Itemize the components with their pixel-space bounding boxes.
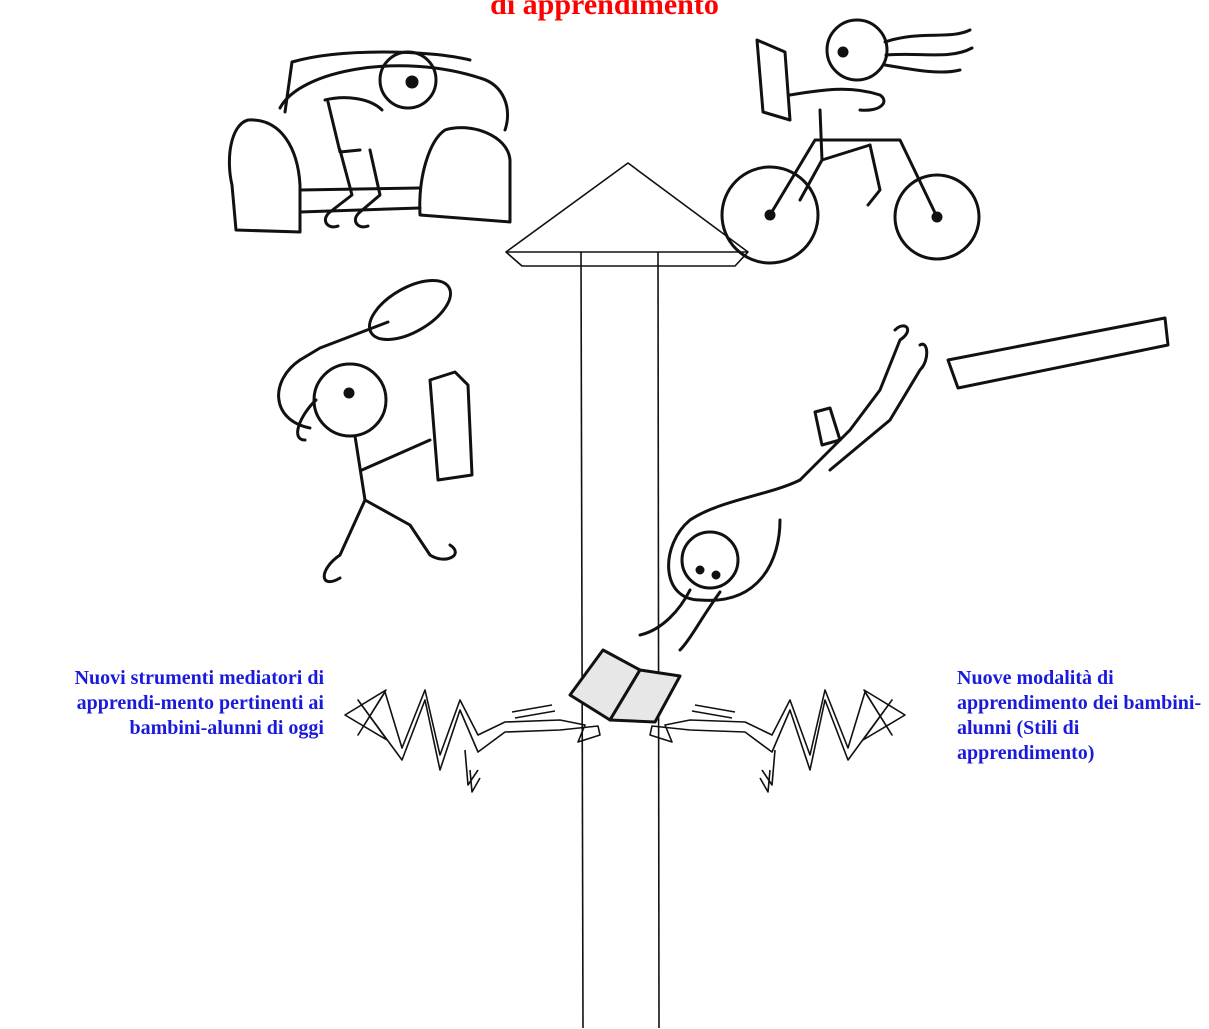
open-book-sketch: [570, 650, 680, 722]
diving-reader-sketch: [640, 318, 1168, 650]
left-zigzag-arrow: [345, 690, 600, 792]
left-label: Nuovi strumenti mediatori di apprendi-me…: [6, 666, 324, 741]
right-label: Nuove modalità di apprendimento dei bamb…: [957, 666, 1207, 766]
tennis-reader-sketch: [279, 268, 472, 581]
right-zigzag-arrow: [650, 690, 905, 792]
central-arrow: [506, 163, 748, 1028]
armchair-reader-sketch: [229, 52, 510, 232]
cyclist-reader-sketch: [722, 20, 979, 263]
